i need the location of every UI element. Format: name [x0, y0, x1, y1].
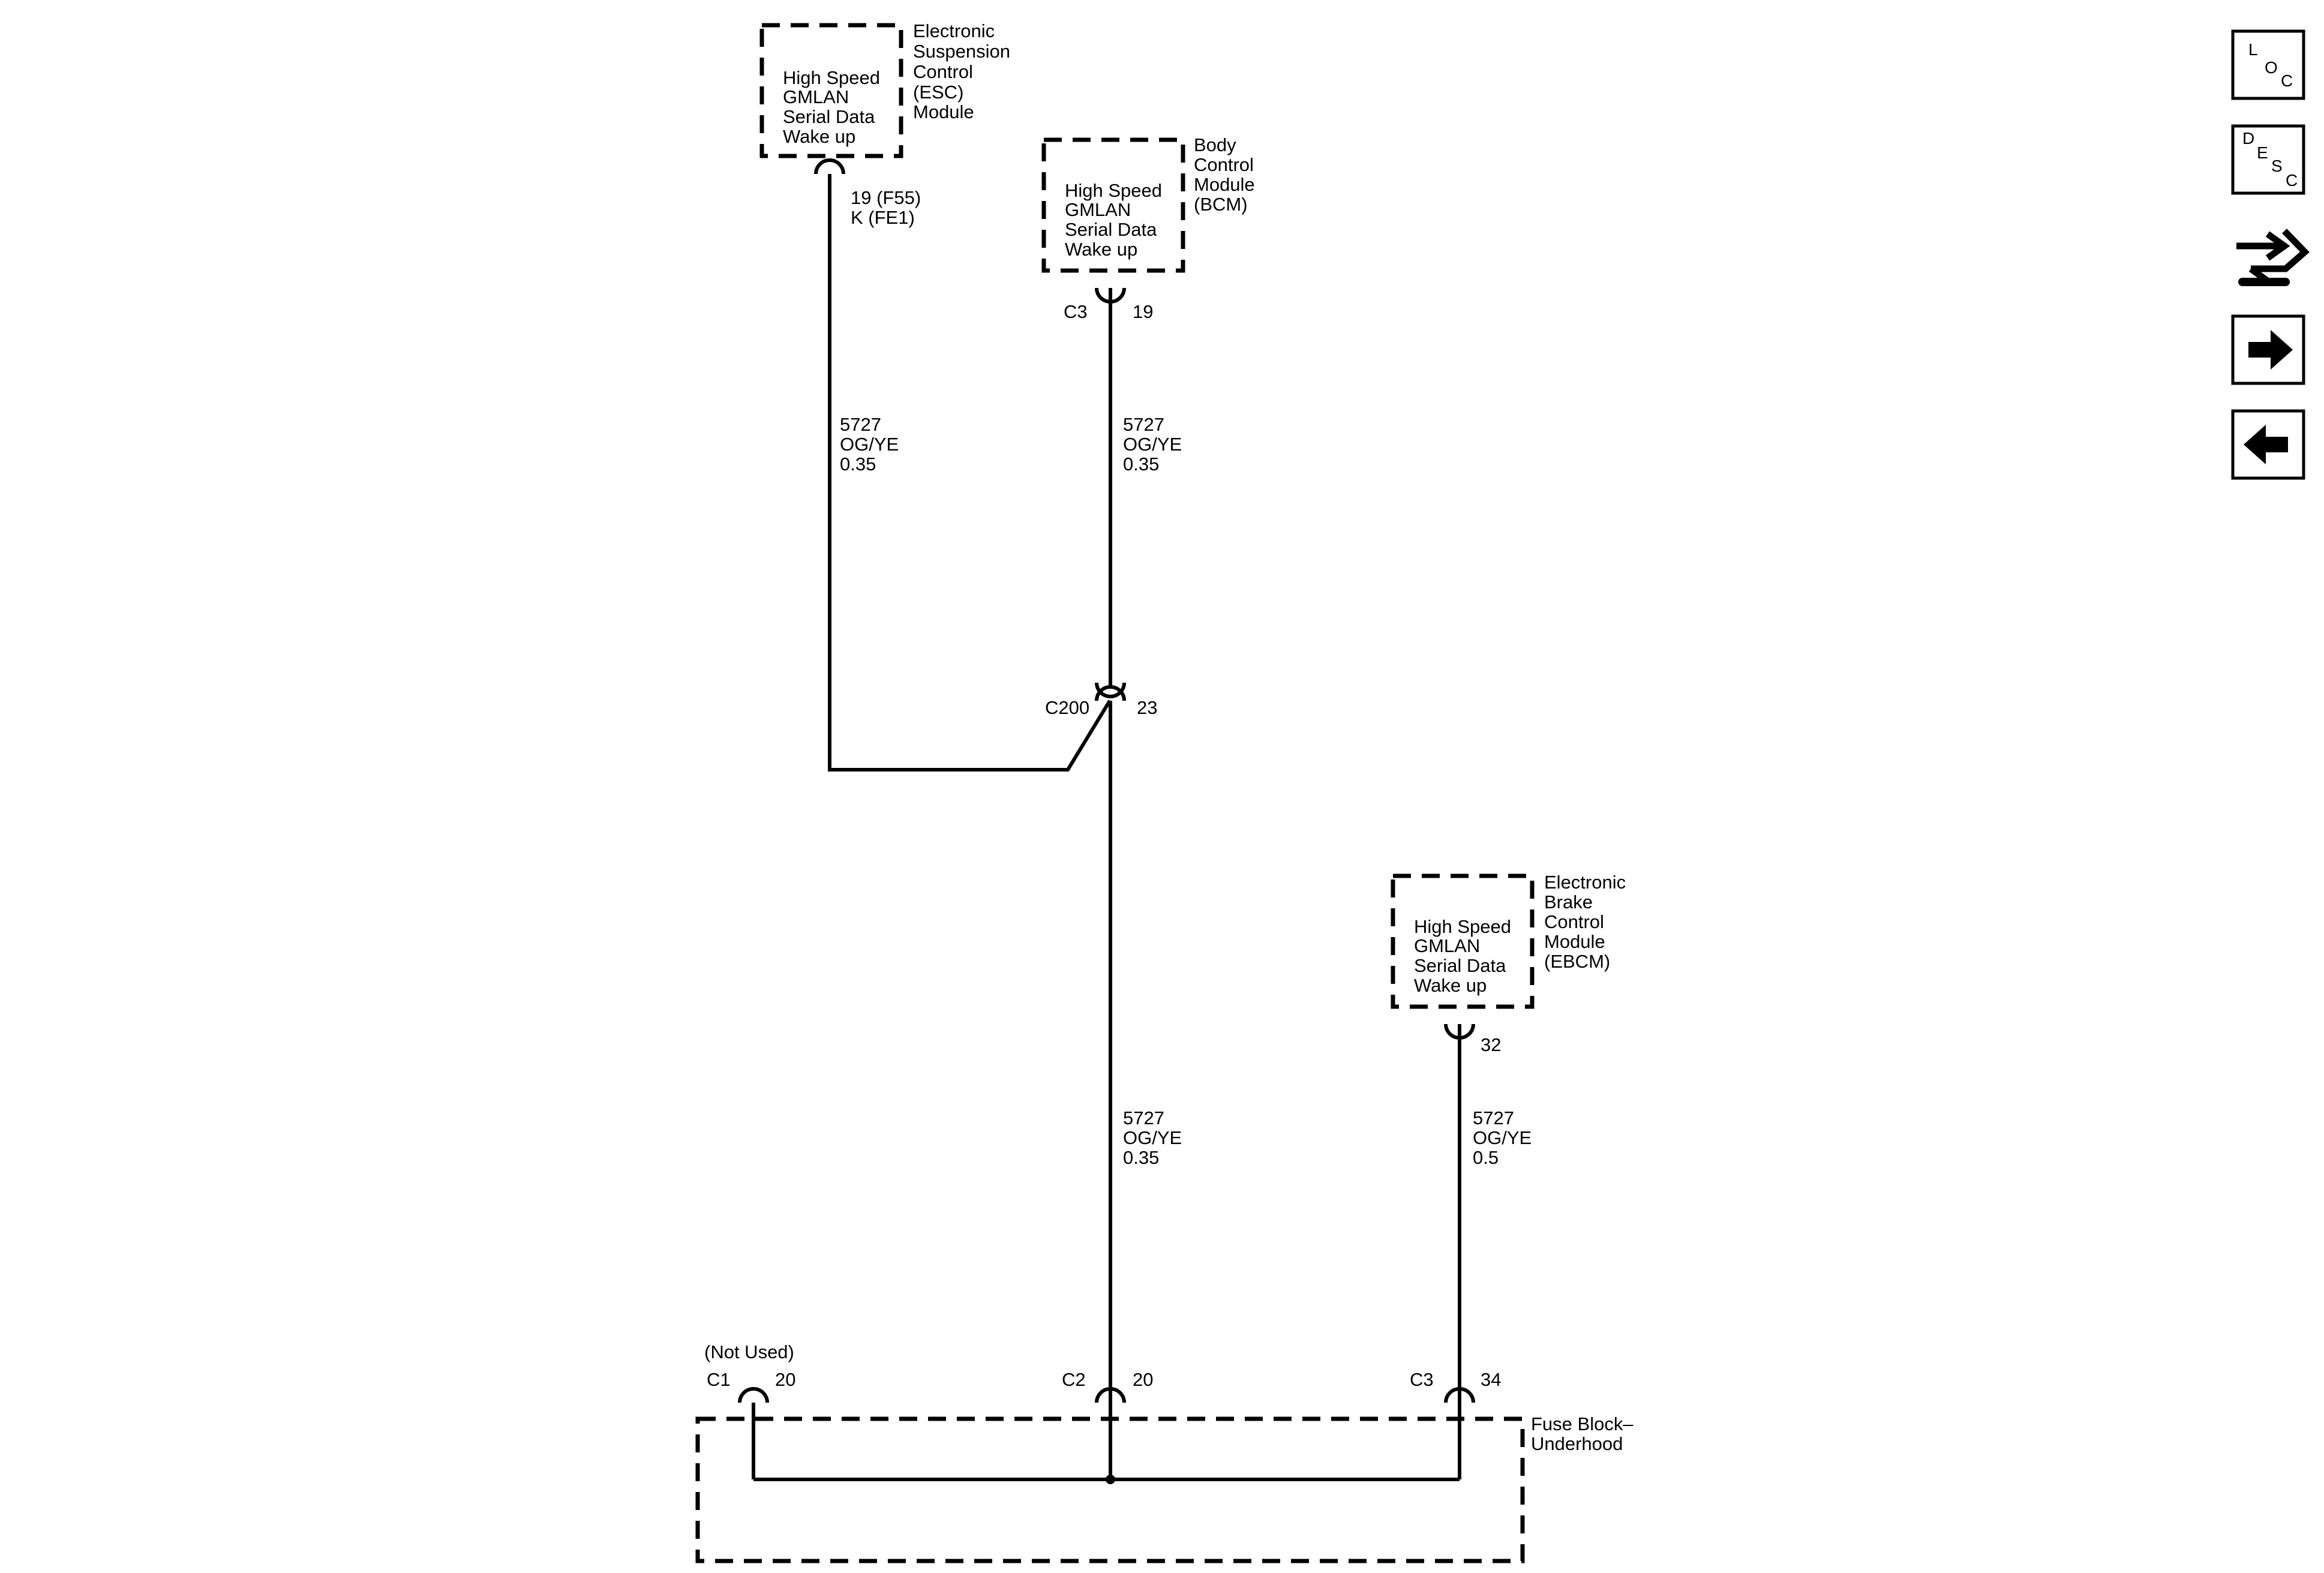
- loc-button[interactable]: L O C: [2231, 29, 2305, 100]
- esc-wire-gauge: 0.35: [840, 454, 876, 475]
- bcm-connector-label: C3: [1064, 301, 1088, 322]
- splice-dot: [1106, 1475, 1115, 1484]
- fuse-block-underhood: Fuse Block– Underhood (Not Used) C1 20 C…: [695, 1341, 1634, 1563]
- loc-letter-o: O: [2265, 58, 2278, 77]
- bcm-signal-line-4: Wake up: [1065, 239, 1137, 260]
- desc-letter-c: C: [2286, 171, 2298, 190]
- esc-connector-terminal: [814, 158, 845, 175]
- bcm-signal-line-3: Serial Data: [1065, 219, 1157, 240]
- c200-male-terminal: [1095, 685, 1126, 701]
- loc-letter-l: L: [2248, 40, 2258, 59]
- ebcm-name-line-1: Electronic: [1544, 872, 1626, 893]
- esc-name-line-2: Suspension: [913, 41, 1010, 62]
- fuse-block-c3-terminal: [1444, 1387, 1475, 1403]
- previous-arrow-icon[interactable]: [2231, 409, 2305, 480]
- ebcm-signal-line-4: Wake up: [1414, 975, 1487, 996]
- fuse-block-c2-terminal: [1095, 1387, 1126, 1403]
- esc-wire-circuit: 5727: [840, 414, 881, 435]
- ebcm-module: High Speed GMLAN Serial Data Wake up Ele…: [1391, 872, 1626, 1055]
- bcm-pin-label: 19: [1133, 301, 1153, 322]
- esc-module: High Speed GMLAN Serial Data Wake up Ele…: [759, 20, 1010, 228]
- ebcm-signal-line-3: Serial Data: [1414, 955, 1506, 976]
- desc-letter-e: E: [2257, 143, 2268, 162]
- bcm-wire-color: OG/YE: [1123, 434, 1182, 455]
- c200-wire-circuit: 5727: [1123, 1107, 1164, 1128]
- c200-inline-connector: C200 23: [1045, 682, 1157, 718]
- bcm-wire-gauge: 0.35: [1123, 454, 1159, 475]
- c200-female-terminal: [1095, 682, 1126, 698]
- bcm-module: High Speed GMLAN Serial Data Wake up Bod…: [1041, 134, 1255, 322]
- ebcm-name-line-5: (EBCM): [1544, 951, 1610, 972]
- fuse-block-c2-pin: 20: [1133, 1369, 1153, 1390]
- esc-wire-color: OG/YE: [840, 434, 899, 455]
- c200-pin-label: 23: [1137, 697, 1157, 718]
- ebcm-name-line-4: Module: [1544, 931, 1605, 952]
- ebcm-signal-line-2: GMLAN: [1414, 935, 1480, 956]
- ebcm-name-line-2: Brake: [1544, 891, 1593, 912]
- bcm-module-box: [1041, 137, 1185, 273]
- loc-letter-c: C: [2281, 71, 2293, 90]
- bcm-signal-line-2: GMLAN: [1065, 199, 1131, 220]
- esc-name-line-5: Module: [913, 101, 974, 122]
- bcm-name-line-2: Control: [1194, 154, 1254, 175]
- esc-signal-line-4: Wake up: [783, 126, 855, 147]
- desc-button[interactable]: D E S C: [2231, 124, 2305, 195]
- c200-wire-gauge: 0.35: [1123, 1147, 1159, 1168]
- fuse-block-c3-connector: C3: [1410, 1369, 1434, 1390]
- bcm-name-line-4: (BCM): [1194, 194, 1248, 215]
- ebcm-wire-color: OG/YE: [1473, 1127, 1532, 1148]
- bcm-wire-circuit: 5727: [1123, 414, 1164, 435]
- c200-wire-color: OG/YE: [1123, 1127, 1182, 1148]
- ebcm-pin-label: 32: [1481, 1034, 1501, 1055]
- ebcm-wire-gauge: 0.5: [1473, 1147, 1499, 1168]
- esc-pin-line-1: 19 (F55): [851, 187, 921, 208]
- esc-wire: [828, 174, 1112, 772]
- next-arrow-icon[interactable]: [2231, 314, 2305, 385]
- bcm-name-line-1: Body: [1194, 134, 1236, 155]
- bcm-signal-line-1: High Speed: [1065, 180, 1162, 201]
- fuse-block-name-line-2: Underhood: [1531, 1433, 1623, 1454]
- ebcm-module-box: [1391, 873, 1535, 1009]
- fuse-block-c3-pin: 34: [1481, 1369, 1501, 1390]
- desc-letter-d: D: [2242, 129, 2254, 148]
- esc-signal-line-3: Serial Data: [783, 106, 875, 127]
- esc-signal-line-1: High Speed: [783, 67, 880, 88]
- esc-name-line-3: Control: [913, 61, 973, 82]
- c200-connector-label: C200: [1045, 697, 1089, 718]
- fuse-block-c1-pin: 20: [775, 1369, 795, 1390]
- esc-name-line-4: (ESC): [913, 82, 963, 103]
- desc-letter-s: S: [2271, 157, 2283, 175]
- fuse-block-c1-note: (Not Used): [704, 1341, 794, 1362]
- ebcm-signal-line-1: High Speed: [1414, 916, 1511, 937]
- bcm-name-line-3: Module: [1194, 174, 1255, 195]
- esc-name-line-1: Electronic: [913, 20, 995, 41]
- esc-module-box: [759, 23, 903, 158]
- fuse-block-c2-connector: C2: [1062, 1369, 1086, 1390]
- ebcm-name-line-3: Control: [1544, 911, 1604, 932]
- esc-pin-line-2: K (FE1): [851, 207, 915, 228]
- fuse-block-name-line-1: Fuse Block–: [1531, 1413, 1634, 1434]
- ebcm-wire-circuit: 5727: [1473, 1107, 1514, 1128]
- esc-signal-line-2: GMLAN: [783, 86, 849, 107]
- connector-end-view-icon[interactable]: [2233, 220, 2310, 295]
- fuse-block-c1-connector: C1: [707, 1369, 731, 1390]
- fuse-block-c1-terminal: [738, 1387, 769, 1403]
